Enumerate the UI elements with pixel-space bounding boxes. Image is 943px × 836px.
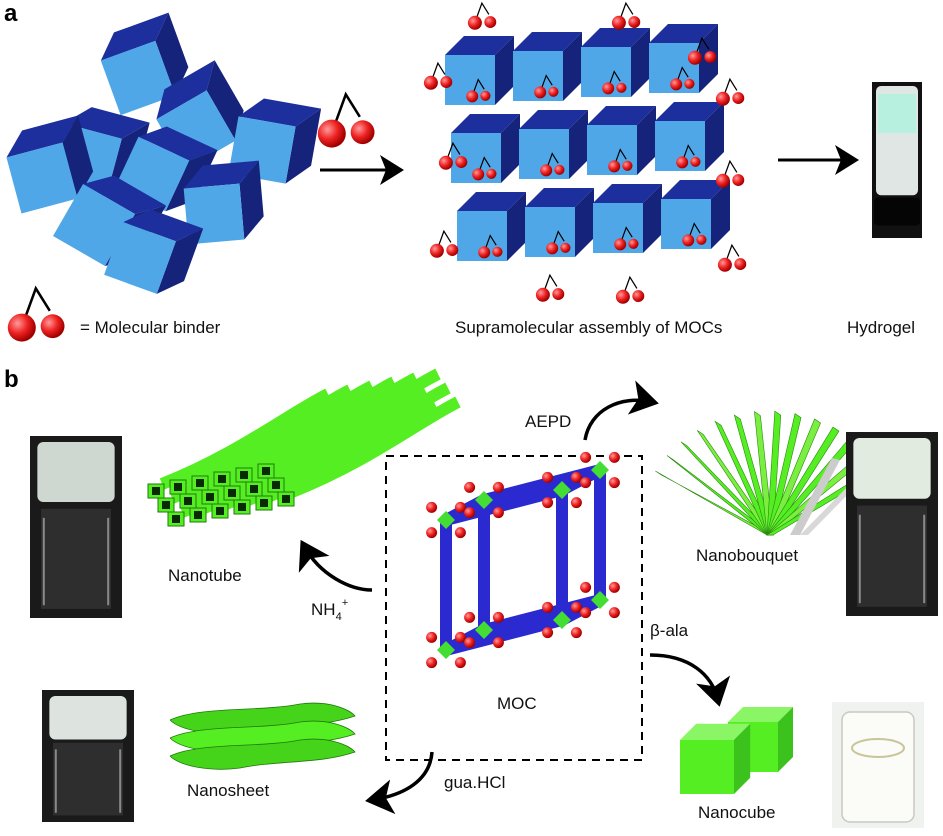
assembly-cube-r2-c1 [525,188,594,257]
assembly-cube-r1-c1 [519,110,588,179]
assembly-cube-r2-c0 [457,192,526,261]
reagent-beta-ala: β-ala [650,621,689,640]
assembly-edge-binder-8 [535,273,565,302]
assembly-edge-binder-3 [715,77,745,106]
assembly-edge-binder-2 [687,36,717,65]
binder-icon-reaction [317,91,375,148]
assembly-binder-r1-c1 [540,152,565,177]
product-nanosheet: Nanosheet [187,781,270,800]
loose-moc-cube-5 [228,98,322,184]
loose-moc-cube-1 [100,12,189,116]
reagent-ammonium-sub: 4 [335,611,342,623]
assembly-binder-r1-c2 [608,148,633,173]
nanocube-illustration [680,707,793,794]
vial-nanosheet [42,690,134,822]
reagent-ammonium-base: NH [311,600,336,619]
assembly-edge-binder-6 [429,229,459,258]
assembly-edge-binder-4 [438,141,468,170]
reagent-gua-hcl: gua.HCl [444,773,506,792]
binder-legend-text: = Molecular binder [80,318,221,337]
assembly-binder-r0-c2 [602,70,627,95]
vial-nanobouquet [846,432,938,616]
moc-dashed-box [385,455,643,761]
nanotube-illustration [147,368,461,527]
arrow-gua-hcl [365,751,434,815]
binder-legend-icon [7,285,65,342]
assembly-edge-binder-5 [715,159,745,188]
moc-label: MOC [497,694,537,713]
assembly-cube-r0-c0 [445,36,514,105]
arrow-beta-ala [649,653,731,707]
assembly-cube-r2-c3 [661,180,730,249]
product-nanotube: Nanotube [168,566,242,585]
assembly-caption: Supramolecular assembly of MOCs [455,318,723,337]
assembly-binder-r1-c0 [472,156,497,181]
assembly-binder-r1-c3 [676,144,701,169]
assembly-binder-r2-c2 [614,226,639,251]
assembly-binder-r2-c1 [546,230,571,255]
assembly-cube-r1-c2 [587,106,656,175]
assembly-cube-r2-c2 [593,184,662,253]
reagent-ammonium-sup: + [341,597,349,609]
vial-nanocube [832,702,924,828]
panel-a-letter: a [4,0,18,27]
product-nanobouquet: Nanobouquet [696,546,799,565]
moc-cage [426,451,620,669]
assembly-edge-binder-9 [615,275,645,304]
assembly-edge-binder-0 [423,61,453,90]
assembly-binder-r2-c3 [682,222,707,247]
vial-nanotube [30,436,122,618]
assembly-edge-binder-10 [467,1,497,30]
product-nanocube: Nanocube [698,803,776,822]
nanosheet-illustration [169,702,356,770]
loose-moc-cube-9 [104,209,204,294]
assembly-cube-r0-c1 [513,32,582,101]
reagent-ammonium: NH4 + [311,597,349,623]
panel-b-letter: b [4,366,19,393]
hydrogel-caption: Hydrogel [847,318,916,337]
reagent-aepd: AEPD [525,412,572,431]
assembly-cube-r1-c3 [655,102,724,171]
assembly-cube-r1-c0 [451,114,520,183]
assembly-binder-r0-c3 [670,66,695,91]
loose-moc-cube-6 [6,115,94,214]
assembly-binder-r2-c0 [478,234,503,259]
arrow-ammonium [298,539,373,592]
assembly-cube-r0-c2 [581,28,650,97]
assembly-binder-r0-c0 [466,78,491,103]
assembly-edge-binder-1 [611,1,641,30]
assembly-binder-r0-c1 [534,74,559,99]
arrow-aepd [583,380,659,441]
hydrogel-vial [872,82,922,238]
assembly-edge-binder-7 [717,243,747,272]
